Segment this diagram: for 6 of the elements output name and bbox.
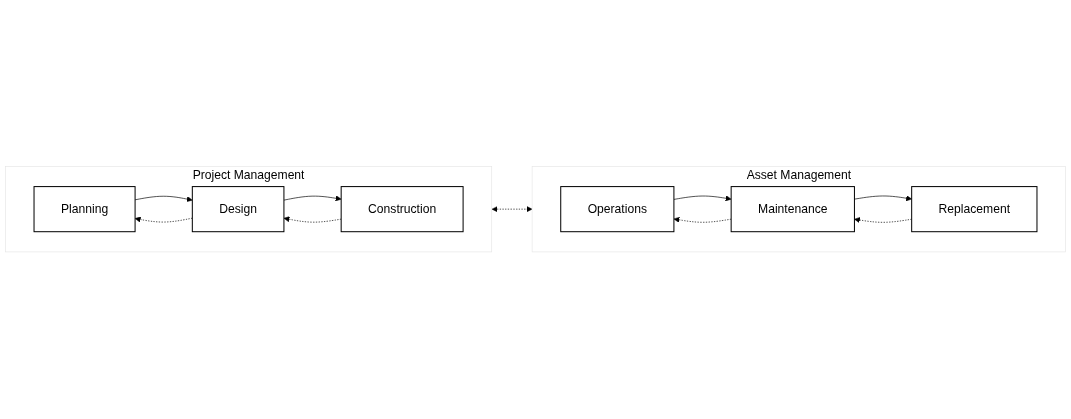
node-box: Design — [191, 186, 285, 233]
node-box: Planning — [33, 186, 136, 233]
node-box: Maintenance — [730, 186, 855, 233]
node-box: Operations — [560, 186, 675, 233]
node-box: Replacement — [911, 186, 1038, 233]
node-box: Construction — [340, 186, 464, 233]
